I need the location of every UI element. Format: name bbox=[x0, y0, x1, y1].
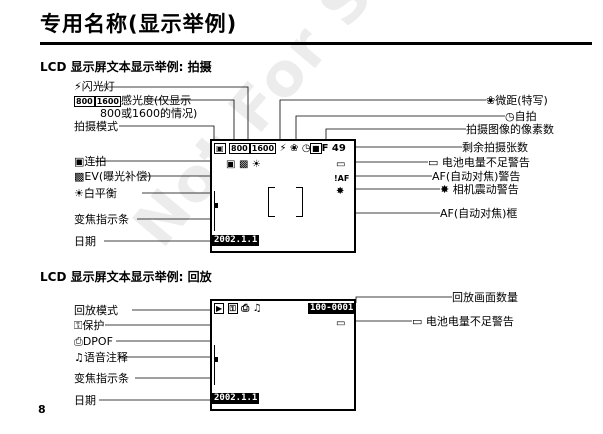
label-zoom-bar: 变焦指示条 bbox=[74, 213, 129, 226]
leader-mode bbox=[119, 125, 215, 140]
lcd2-protect-icon: ⚿ bbox=[227, 303, 238, 314]
lcd-second-row: ▣ ▩ ☀ bbox=[226, 159, 261, 170]
dpof-icon: ⎙ bbox=[74, 335, 83, 348]
iso-1600-icon: 1600 bbox=[94, 96, 121, 107]
lcd-self-timer-icon: ◷ bbox=[301, 143, 311, 154]
label-iso-line2: 800或1600的情况) bbox=[100, 107, 198, 120]
label-pixels: 拍摄图像的像素数 bbox=[466, 123, 554, 136]
macro-icon: ❀ bbox=[486, 94, 496, 107]
label-dpof: ⎙DPOF bbox=[74, 335, 113, 348]
lcd2-battery-icon: ▭ bbox=[336, 318, 346, 329]
self-timer-icon: ◷ bbox=[505, 110, 515, 123]
lcd2-date: 2002.1.1 bbox=[212, 393, 260, 404]
lcd-zoom-bar bbox=[214, 191, 215, 231]
leader-macro bbox=[279, 99, 486, 140]
label-frame-count: 回放画面数量 bbox=[452, 291, 518, 304]
label-continuous: ▣连拍 bbox=[74, 155, 107, 168]
lcd-af-frame-left bbox=[268, 187, 275, 217]
ev-icon: ▩ bbox=[74, 170, 85, 183]
label-battery-2: ▭ 电池电量不足警告 bbox=[412, 315, 514, 328]
lcd-iso-800: 800 bbox=[229, 143, 250, 154]
continuous-icon: ▣ bbox=[74, 155, 85, 168]
lcd2-play-icon: ▶ bbox=[214, 303, 225, 314]
label-camera-shake: ✸ 相机震动警告 bbox=[440, 183, 519, 196]
lcd-date: 2002.1.1 bbox=[212, 235, 260, 246]
label-protect: ⚿保护 bbox=[74, 319, 105, 332]
microphone-icon: ♫ bbox=[74, 351, 84, 364]
leader-selftimer bbox=[295, 115, 505, 140]
leader-framecount bbox=[355, 296, 452, 303]
page-number: 8 bbox=[38, 403, 46, 416]
flash-icon: ⚡ bbox=[74, 80, 82, 93]
lcd-shake-icon: ✸ bbox=[336, 186, 345, 197]
mode-icon: ▣ bbox=[214, 143, 226, 154]
label-battery: ▭ 电池电量不足警告 bbox=[428, 156, 530, 169]
lcd2-voice-icon: ♫ bbox=[252, 303, 262, 314]
label-af-warning: AF(自动对焦)警告 bbox=[432, 170, 521, 183]
lcd2-frame-number: 100-0001 bbox=[308, 303, 356, 314]
lcd-iso-1600: 1600 bbox=[249, 143, 277, 154]
lcd2-zoom-marker bbox=[214, 357, 218, 362]
camera-shake-icon: ✸ bbox=[440, 183, 450, 196]
battery-icon-2: ▭ bbox=[412, 315, 423, 328]
leader-pixels bbox=[325, 128, 466, 140]
lcd2-dpof-icon: ⎙ bbox=[241, 303, 250, 314]
lcd-battery-icon: ▭ bbox=[336, 159, 346, 170]
lcd-af-frame-right bbox=[296, 187, 303, 217]
lcd-flash-icon: ⚡ bbox=[279, 143, 287, 154]
label-wb: ☀白平衡 bbox=[74, 187, 117, 200]
label-voice: ♫语音注释 bbox=[74, 351, 128, 364]
label-macro: ❀微距(特写) bbox=[486, 94, 548, 107]
label-playback-mode: 回放模式 bbox=[74, 304, 118, 317]
lcd-shots: 49 bbox=[331, 143, 346, 154]
lcd2-top-icons: ▶ ⚿ ⎙ ♫ bbox=[214, 303, 262, 314]
lcd-pixel-icon: ■ bbox=[310, 143, 322, 154]
iso-800-icon: 800 bbox=[74, 96, 95, 107]
label-flash: ⚡闪光灯 bbox=[74, 80, 115, 93]
leader-flash bbox=[100, 86, 249, 140]
title-rule bbox=[40, 42, 592, 45]
label-date-2: 日期 bbox=[74, 394, 96, 407]
leader-iso bbox=[145, 99, 235, 140]
label-date: 日期 bbox=[74, 235, 96, 248]
lcd-quality: ■F 49 bbox=[310, 143, 346, 154]
lcd-continuous-icon: ▣ bbox=[226, 159, 236, 170]
lcd-wb-icon: ☀ bbox=[251, 159, 261, 170]
lcd-af-warning-icon: !AF bbox=[334, 174, 350, 183]
lcd-zoom-marker bbox=[214, 203, 218, 208]
page-title: 专用名称(显示举例) bbox=[40, 12, 238, 36]
section1-heading: LCD 显示屏文本显示举例: 拍摄 bbox=[40, 60, 212, 74]
white-balance-icon: ☀ bbox=[74, 187, 84, 200]
label-shots: 剩余拍摄张数 bbox=[462, 141, 528, 154]
battery-icon: ▭ bbox=[428, 156, 439, 169]
label-ev: ▩EV(曝光补偿) bbox=[74, 170, 152, 183]
label-shooting-mode: 拍摄模式 bbox=[74, 120, 118, 133]
section2-heading: LCD 显示屏文本显示举例: 回放 bbox=[40, 270, 212, 284]
label-af-frame: AF(自动对焦)框 bbox=[440, 207, 518, 220]
label-zoom-bar-2: 变焦指示条 bbox=[74, 372, 129, 385]
lcd2-zoom-bar bbox=[214, 345, 215, 385]
label-self-timer: ◷自拍 bbox=[505, 110, 537, 123]
protect-icon: ⚿ bbox=[74, 319, 83, 332]
lcd-playback: ▶ ⚿ ⎙ ♫ 100-0001 ▭ 2002.1.1 bbox=[210, 299, 356, 411]
lcd-ev-icon: ▩ bbox=[238, 159, 249, 170]
lcd-macro-icon: ❀ bbox=[290, 143, 299, 154]
